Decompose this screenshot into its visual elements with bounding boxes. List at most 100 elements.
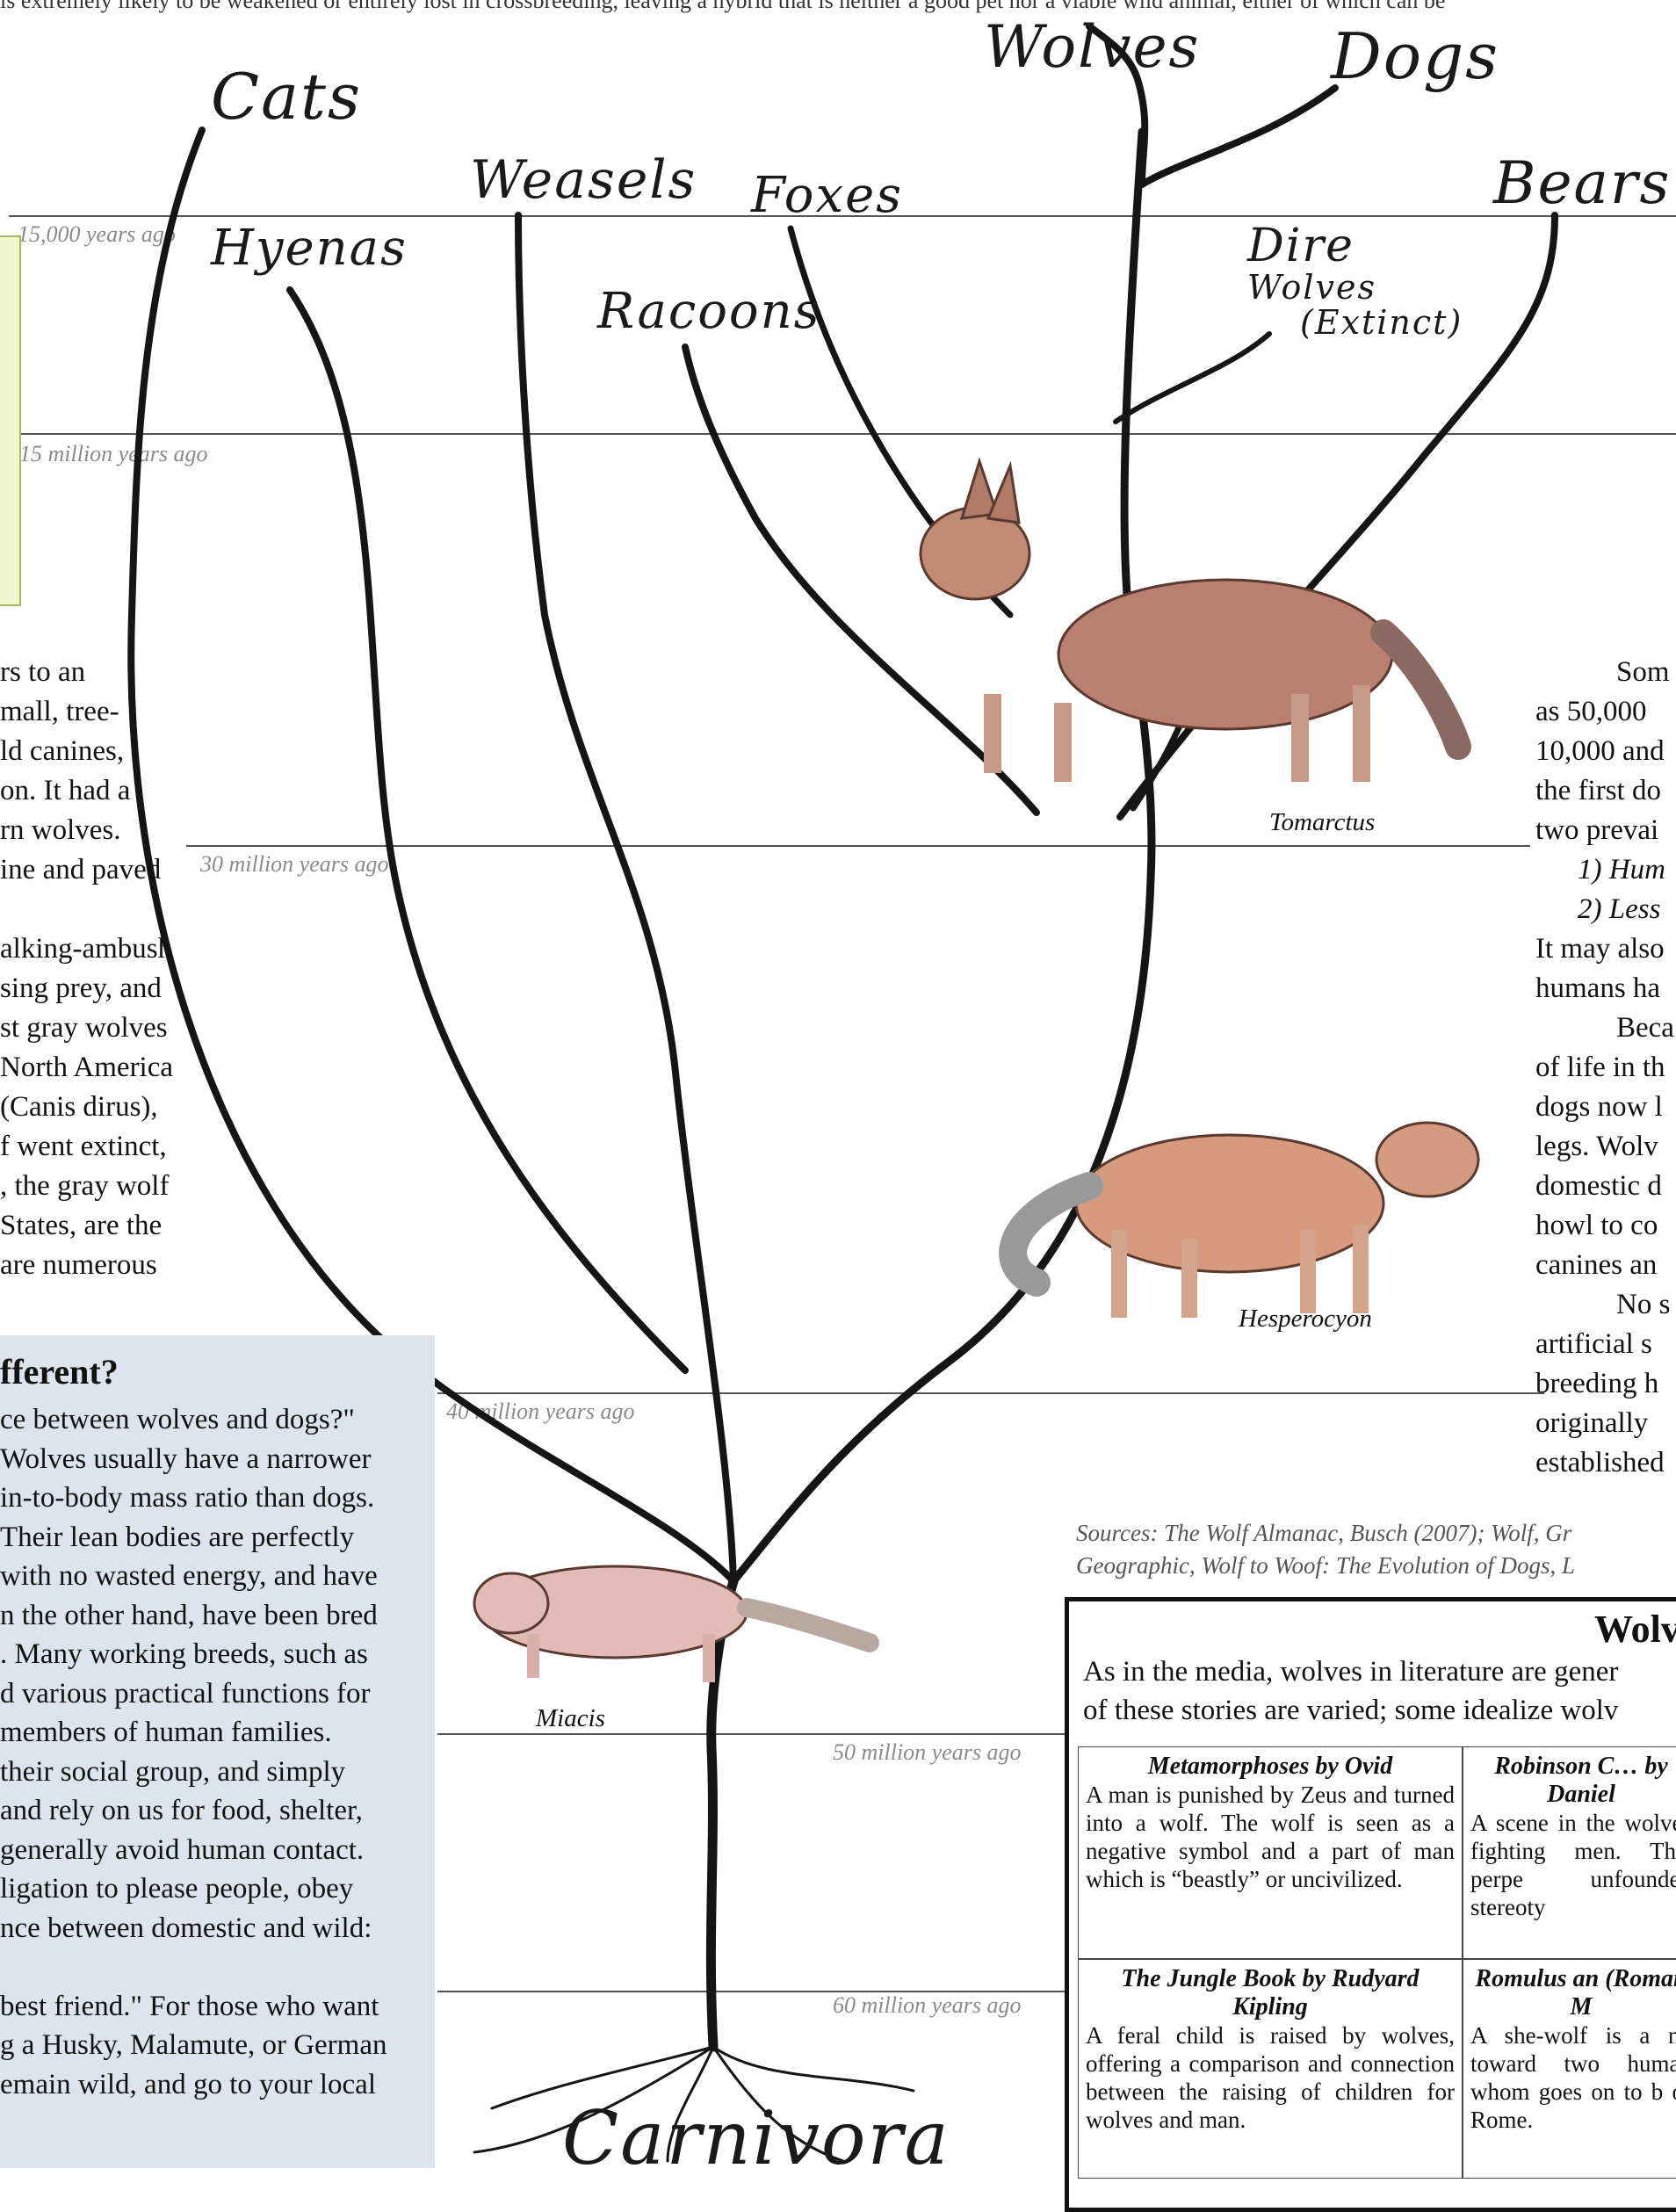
miacis-illustration	[474, 1566, 870, 1682]
label-weasels: Weasels	[470, 149, 697, 211]
sources-line: Sources: The Wolf Almanac, Busch (2007);…	[1076, 1517, 1575, 1550]
text-line: originally	[1535, 1404, 1676, 1443]
text-line: dogs now l	[1535, 1088, 1676, 1127]
wolves-vs-dogs-box: fferent? ce between wolves and dogs?" Wo…	[0, 1335, 435, 2168]
text-line: canines an	[1535, 1246, 1676, 1285]
label-foxes: Foxes	[751, 167, 903, 224]
text-line: 10,000 and	[1535, 732, 1676, 771]
text-line: emain wild, and go to your local	[0, 2065, 422, 2105]
text-line	[0, 1948, 422, 1987]
text-line: of life in th	[1535, 1048, 1676, 1088]
sources-line: Geographic, Wolf to Woof: The Evolution …	[1076, 1550, 1575, 1582]
branch-dire-wolves	[1116, 334, 1269, 422]
box-heading: fferent?	[0, 1351, 119, 1392]
text-line: on. It had a	[0, 771, 189, 811]
text-line: two prevai	[1535, 811, 1676, 850]
label-cats: Cats	[211, 60, 362, 134]
text-line: humans ha	[1535, 969, 1676, 1008]
text-line: howl to co	[1535, 1206, 1676, 1246]
wolves-in-literature-box: Wolv As in the media, wolves in literatu…	[1065, 1597, 1676, 2212]
intro-line: As in the media, wolves in literature ar…	[1083, 1652, 1618, 1691]
text-line: Beca	[1535, 1008, 1676, 1048]
text-line: (Canis dirus),	[0, 1088, 189, 1127]
text-line: with no wasted energy, and have	[0, 1557, 422, 1596]
text-line: nce between domestic and wild:	[0, 1909, 422, 1948]
text-line: st gray wolves	[0, 1008, 189, 1048]
text-line: as 50,000	[1535, 692, 1676, 732]
text-line: best friend." For those who want	[0, 1987, 422, 2027]
text-line	[0, 890, 189, 929]
text-line: , the gray wolf	[0, 1167, 189, 1206]
literature-title: Wolv	[1594, 1607, 1676, 1652]
label-bears: Bears	[1493, 149, 1671, 217]
text-line: ce between wolves and dogs?"	[0, 1400, 422, 1440]
text-line: Their lean bodies are perfectly	[0, 1518, 422, 1558]
hesperocyon-illustration	[1013, 1123, 1478, 1318]
branch-dogs	[1142, 88, 1335, 184]
text-line: ine and paved	[0, 850, 189, 890]
caption-hesperocyon: Hesperocyon	[1239, 1305, 1372, 1334]
label-dogs: Dogs	[1331, 19, 1499, 93]
cell-title: The Jungle Book by Rudyard Kipling	[1086, 1965, 1455, 2021]
text-line: and rely on us for food, shelter,	[0, 1791, 422, 1831]
caption-tomarctus: Tomarctus	[1269, 808, 1375, 837]
text-line: It may also	[1535, 929, 1676, 969]
right-column-text: Som as 50,000 10,000 and the first do tw…	[1535, 653, 1676, 1483]
text-line: No s	[1535, 1285, 1676, 1325]
text-line: in-to-body mass ratio than dogs.	[0, 1478, 422, 1518]
intro-line: of these stories are varied; some ideali…	[1083, 1691, 1618, 1730]
text-line: artificial s	[1535, 1325, 1676, 1364]
literature-cell: Romulus an (Roman M A she-wolf is a nu t…	[1463, 1959, 1676, 2179]
text-line: . Many working breeds, such as	[0, 1635, 422, 1674]
text-line: legs. Wolv	[1535, 1127, 1676, 1167]
branch-canids	[733, 132, 1152, 1581]
text-line: mall, tree-	[0, 692, 189, 732]
label-racoons: Racoons	[597, 283, 820, 340]
cell-title: Robinson C… by Daniel	[1470, 1753, 1676, 1809]
literature-intro: As in the media, wolves in literature ar…	[1083, 1652, 1618, 1730]
left-column-text: rs to an mall, tree- ld canines, on. It …	[0, 653, 189, 1285]
cell-body: A man is punished by Zeus and turned int…	[1086, 1781, 1455, 1893]
text-line: members of human families.	[0, 1713, 422, 1753]
caption-miacis: Miacis	[536, 1704, 605, 1733]
text-line: sing prey, and	[0, 969, 189, 1008]
label-dire-wolves: Wolves	[1247, 268, 1376, 307]
text-line: f went extinct,	[0, 1127, 189, 1167]
text-line: established	[1535, 1443, 1676, 1483]
cell-body: A feral child is raised by wolves, offer…	[1086, 2021, 1455, 2134]
box-text: ce between wolves and dogs?" Wolves usua…	[0, 1400, 422, 2104]
cell-body: A scene in the wolves fighting men. This…	[1470, 1809, 1676, 1921]
text-line: 2) Less	[1535, 890, 1676, 929]
text-line: their social group, and simply	[0, 1753, 422, 1792]
text-line: North America	[0, 1048, 189, 1088]
cell-title: Romulus an (Roman M	[1470, 1965, 1676, 2021]
text-line: rs to an	[0, 653, 189, 692]
label-dire-wolves-extinct: (Extinct)	[1300, 303, 1463, 342]
text-line: Wolves usually have a narrower	[0, 1440, 422, 1479]
sources: Sources: The Wolf Almanac, Busch (2007);…	[1076, 1517, 1575, 1582]
text-line: are numerous	[0, 1246, 189, 1285]
text-line: g a Husky, Malamute, or German	[0, 2026, 422, 2065]
literature-cell: Robinson C… by Daniel A scene in the wol…	[1463, 1746, 1676, 1959]
text-line: d various practical functions for	[0, 1674, 422, 1714]
text-line: generally avoid human contact.	[0, 1831, 422, 1870]
cell-body: A she-wolf is a nu toward two human whom…	[1470, 2021, 1676, 2134]
label-wolves: Wolves	[984, 13, 1200, 81]
label-dire-wolves: Dire	[1247, 220, 1355, 272]
text-line: domestic d	[1535, 1167, 1676, 1206]
root	[713, 2047, 914, 2091]
text-line: States, are the	[0, 1206, 189, 1246]
text-line: ld canines,	[0, 732, 189, 771]
text-line: ligation to please people, obey	[0, 1869, 422, 1909]
literature-cell: The Jungle Book by Rudyard Kipling A fer…	[1078, 1959, 1463, 2179]
text-line: the first do	[1535, 771, 1676, 811]
label-carnivora: Carnivora	[562, 2095, 950, 2181]
text-line: 1) Hum	[1535, 850, 1676, 890]
branch-weasels	[518, 215, 733, 1581]
text-line: n the other hand, have been bred	[0, 1596, 422, 1636]
text-line: rn wolves.	[0, 811, 189, 850]
text-line: alking-ambush	[0, 929, 189, 969]
literature-cell: Metamorphoses by Ovid A man is punished …	[1078, 1746, 1463, 1959]
label-hyenas: Hyenas	[211, 220, 408, 277]
text-line: Som	[1535, 653, 1676, 692]
